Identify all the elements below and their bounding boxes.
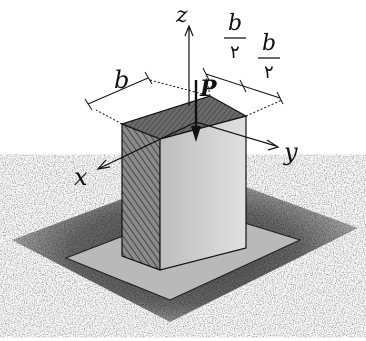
load-arrow — [191, 80, 201, 142]
x-axis — [96, 121, 197, 170]
half-b-fraction-2: b ۲ — [258, 31, 280, 83]
z-axis — [184, 24, 194, 106]
column-left-face — [121, 123, 161, 271]
column — [120, 95, 248, 271]
svg-text:b: b — [228, 11, 242, 36]
y-axis-label: y — [283, 138, 298, 166]
svg-text:۲: ۲ — [230, 42, 240, 63]
y-axis — [195, 121, 280, 151]
dimension-b-label: b — [114, 66, 129, 94]
dimension-half-b — [202, 67, 284, 117]
half-b-fraction-1: b ۲ — [224, 11, 246, 63]
column-right-face — [159, 115, 247, 271]
x-axis-label: x — [74, 163, 88, 191]
dimension-b — [84, 71, 211, 125]
svg-text:۲: ۲ — [264, 62, 274, 83]
z-axis-label: z — [175, 3, 188, 28]
svg-text:b: b — [262, 31, 276, 56]
load-label: P — [199, 76, 218, 102]
